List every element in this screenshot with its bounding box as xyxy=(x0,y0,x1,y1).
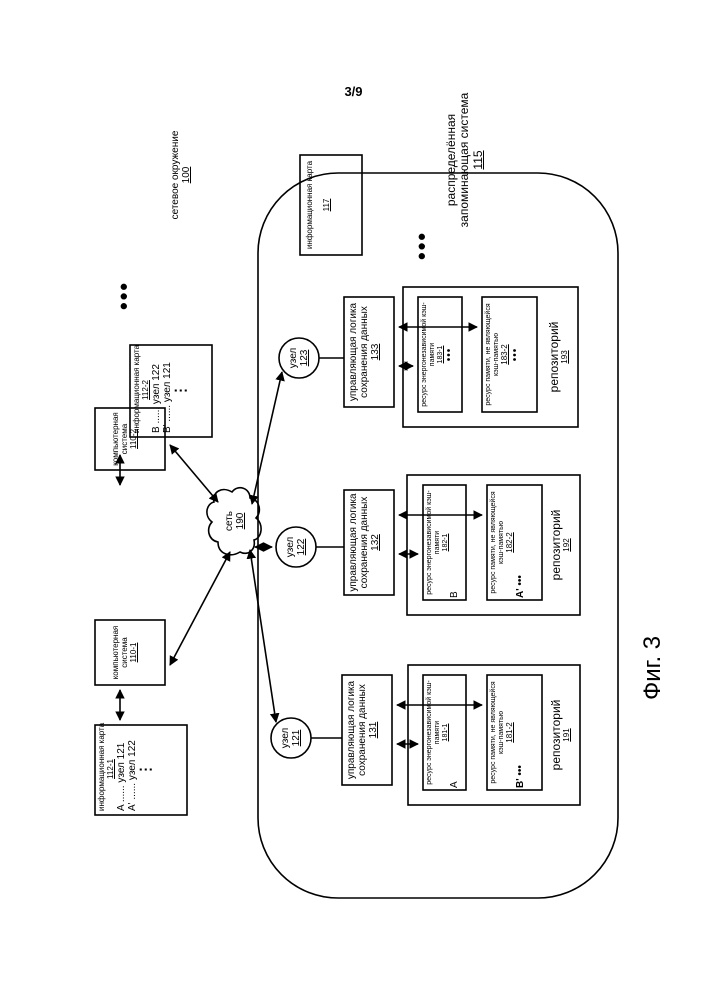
info-map-112-2: информационная карта 112-2 B ...... узел… xyxy=(133,347,189,433)
cache-181-1-label: ресурс энергонезависимой кэш-памяти 181-… xyxy=(426,677,461,788)
network-label: сеть 190 xyxy=(224,497,246,545)
storage-system-label: распределённая запоминающая система 115 xyxy=(445,90,485,230)
repository-191-label: репозиторий 191 xyxy=(550,665,572,805)
computer-110-1-label: компьютерная система 110-1 xyxy=(112,621,139,684)
node-121-label: узел 121 xyxy=(280,718,302,758)
figure-caption: Фиг. 3 xyxy=(640,636,667,700)
info-map-112-2-row-1: B ...... узел 122 xyxy=(151,347,162,433)
noncache-183-2-label: ресурс памяти, не являющейся кэш-памятью… xyxy=(485,299,521,410)
more-computers-ellipsis: ••• xyxy=(112,281,137,310)
repository-192-label: репозиторий 192 xyxy=(550,475,572,615)
noncache-182-2-label: ресурс памяти, не являющейся кэш-памятью… xyxy=(490,487,526,598)
node-123-label: узел 123 xyxy=(288,338,310,378)
cache-182-1-label: ресурс энергонезависимой кэш-памяти 182-… xyxy=(426,487,461,598)
cache-183-1-label: ресурс энергонезависимой кэш-памяти 183-… xyxy=(421,299,456,410)
node-122-label: узел 122 xyxy=(285,527,307,567)
network-env-label: сетевое окружение 100 xyxy=(170,120,192,230)
logic-133-label: управляющая логика сохранения данных 133 xyxy=(348,299,382,405)
noncache-181-2-label: ресурс памяти, не являющейся кэш-памятью… xyxy=(490,677,526,788)
info-map-112-1: информационная карта 112-1 A ...... узел… xyxy=(98,727,154,811)
info-map-117-label: информационная карта 117 xyxy=(306,157,332,253)
repository-193-label: репозиторий 193 xyxy=(548,287,570,427)
info-map-112-2-ref: 112-2 xyxy=(142,347,151,433)
info-map-112-1-ref: 112-1 xyxy=(107,727,116,811)
logic-131-label: управляющая логика сохранения данных 131 xyxy=(346,677,380,783)
info-map-112-1-row-1: A ...... узел 121 xyxy=(116,727,127,811)
logic-132-label: управляющая логика сохранения данных 132 xyxy=(348,492,382,593)
more-nodes-ellipsis: ••• xyxy=(410,231,435,260)
